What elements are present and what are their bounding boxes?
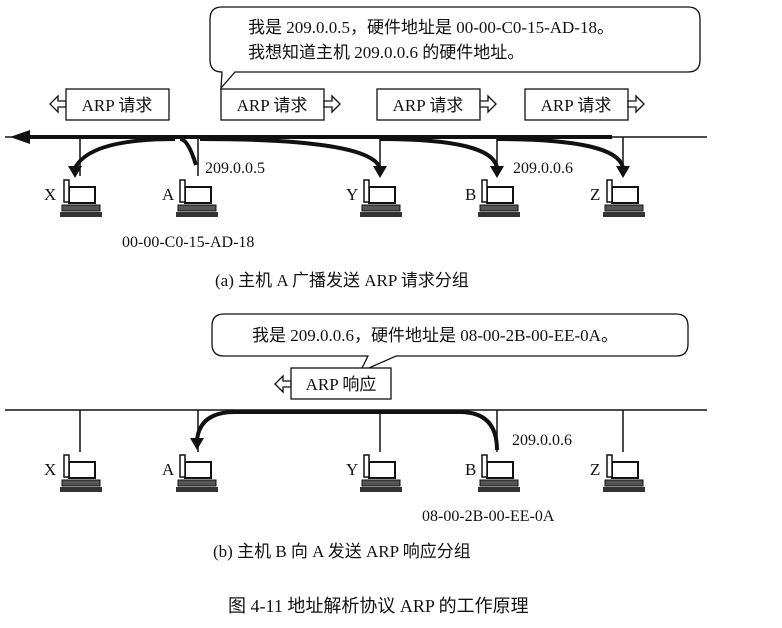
ip-a-label: 209.0.0.5 bbox=[205, 160, 265, 177]
mac-b-label: 08-00-2B-00-EE-0A bbox=[422, 508, 555, 525]
figure-caption: 图 4-11 地址解析协议 ARP 的工作原理 bbox=[228, 596, 529, 616]
ip-b-label-b: 209.0.0.6 bbox=[512, 432, 572, 449]
host-x-label-b: X bbox=[44, 460, 56, 479]
host-b-label-a: B bbox=[465, 185, 476, 204]
host-a-label-b: A bbox=[162, 460, 175, 479]
arp-request-label-4: ARP 请求 bbox=[541, 96, 612, 115]
mac-a-label: 00-00-C0-15-AD-18 bbox=[122, 234, 254, 251]
host-y-b: Y bbox=[346, 454, 403, 493]
host-z-label-b: Z bbox=[590, 460, 600, 479]
arp-response-box: ARP 响应 bbox=[274, 367, 392, 400]
panel-a: 我是 209.0.0.5，硬件地址是 00-00-C0-15-AD-18。 我想… bbox=[5, 6, 707, 290]
host-z-b: Z bbox=[590, 454, 646, 493]
panel-b: 我是 209.0.0.6，硬件地址是 08-00-2B-00-EE-0A。 AR… bbox=[5, 313, 707, 561]
host-a-label-a: A bbox=[162, 185, 175, 204]
host-y-label-a: Y bbox=[346, 185, 358, 204]
host-x-label-a: X bbox=[44, 185, 56, 204]
arp-request-box-1: ARP 请求 bbox=[49, 88, 170, 121]
arp-request-box-3: ARP 请求 bbox=[376, 88, 497, 121]
arp-request-label-2: ARP 请求 bbox=[237, 96, 308, 115]
arp-response-label: ARP 响应 bbox=[306, 375, 377, 394]
host-y-a: Y bbox=[346, 179, 403, 218]
bubble-a-line2: 我想知道主机 209.0.0.6 的硬件地址。 bbox=[248, 43, 524, 62]
arp-request-box-2: ARP 请求 bbox=[220, 88, 341, 121]
host-b-label-b: B bbox=[465, 460, 476, 479]
host-b-b: B bbox=[465, 454, 521, 493]
host-a-b: A bbox=[162, 454, 219, 493]
speech-bubble-a bbox=[209, 6, 701, 90]
host-a-a: A bbox=[162, 179, 219, 218]
arp-request-box-4: ARP 请求 bbox=[524, 88, 645, 121]
caption-b: (b) 主机 B 向 A 发送 ARP 响应分组 bbox=[213, 542, 471, 561]
caption-a: (a) 主机 A 广播发送 ARP 请求分组 bbox=[215, 271, 469, 290]
ip-b-label-a: 209.0.0.6 bbox=[513, 160, 573, 177]
host-x-b: X bbox=[44, 454, 103, 493]
response-arrow-b bbox=[195, 410, 499, 451]
host-x-a: X bbox=[44, 179, 103, 218]
speech-bubble-b bbox=[211, 313, 689, 374]
host-y-label-b: Y bbox=[346, 460, 358, 479]
bubble-a-line1: 我是 209.0.0.5，硬件地址是 00-00-C0-15-AD-18。 bbox=[248, 18, 614, 37]
bubble-b-line: 我是 209.0.0.6，硬件地址是 08-00-2B-00-EE-0A。 bbox=[252, 326, 618, 345]
host-z-label-a: Z bbox=[590, 185, 600, 204]
broadcast-curves-a bbox=[73, 137, 625, 170]
host-z-a: Z bbox=[590, 179, 646, 218]
arp-request-label-1: ARP 请求 bbox=[82, 96, 153, 115]
arp-request-label-3: ARP 请求 bbox=[393, 96, 464, 115]
host-b-a: B bbox=[465, 179, 521, 218]
